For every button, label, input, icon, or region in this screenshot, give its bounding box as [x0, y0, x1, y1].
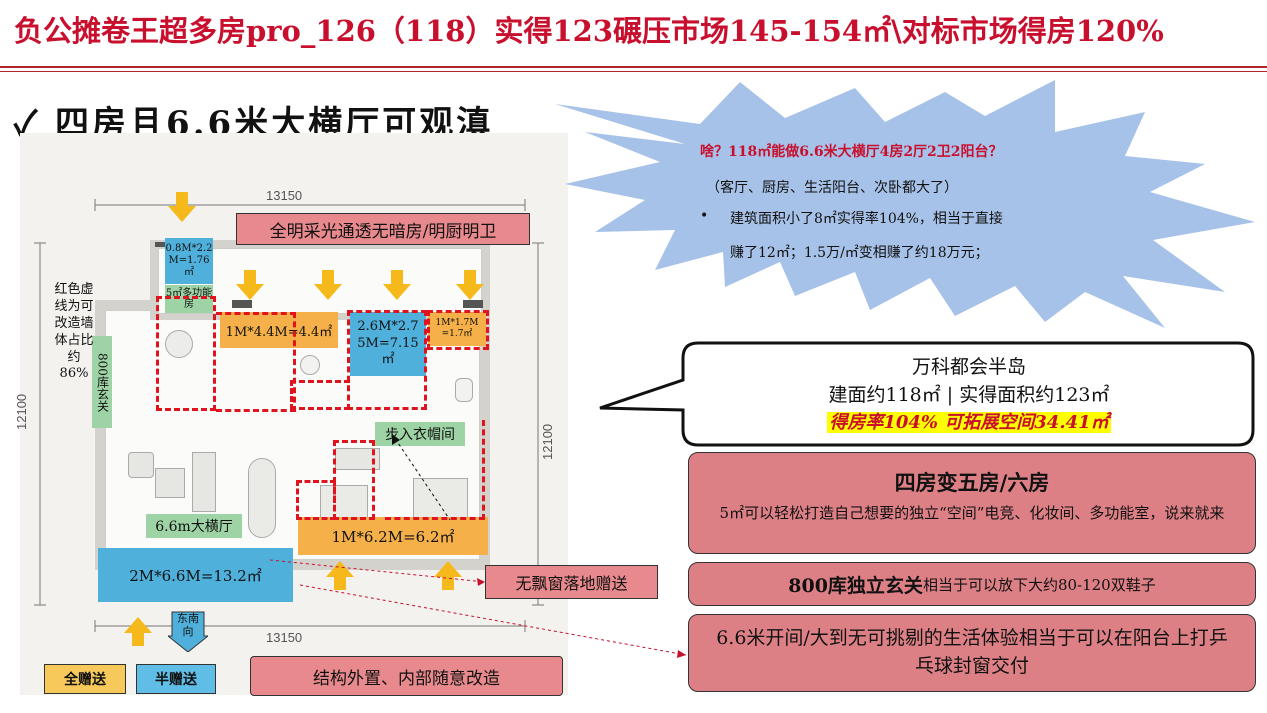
zone-utility: 0.8M*2.2 M=1.76㎡ [165, 238, 213, 284]
speech-area: 建面约118㎡ | 实得面积约123㎡ [828, 384, 1110, 406]
box-hall: 6.6米开间/大到无可挑剔的生活体验相当于可以在阳台上打乒乓球封窗交付 [688, 614, 1256, 692]
red-dash-line [385, 420, 485, 520]
burst-note: （客厅、厨房、生活阳台、次卧都大了） [706, 180, 958, 196]
zone-top-1: 1M*4.4M=4.4㎡ [220, 312, 338, 348]
red-dash-line [296, 480, 336, 520]
burst-point-1: 建筑面积小了8㎡实得率104%，相当于直接 [730, 211, 1003, 227]
starburst-shape [555, 80, 1255, 328]
yellow-arrow-down [168, 192, 484, 300]
burst-question: 啥？118㎡能做6.6米大横厅4房2厅2卫2阳台？ [700, 144, 1003, 160]
box-entry-strong: 800库独立玄关 [788, 574, 923, 597]
label-window: 无飘窗落地赠送 [485, 565, 658, 599]
burst-point-2: 赚了12㎡；1.5万/㎡变相赚了约18万元； [730, 245, 989, 261]
box-entry: 800库独立玄关 相当于可以放下大约80-120双鞋子 [688, 562, 1256, 606]
box-entry-rest: 相当于可以放下大约80-120双鞋子 [922, 575, 1156, 594]
red-dash-line [347, 310, 427, 410]
table [155, 468, 185, 498]
red-dash-line [216, 312, 296, 412]
compass-label: 东南向 [177, 612, 199, 639]
zone-bottom-balcony: 2M*6.6M=13.2㎡ [98, 548, 293, 602]
title-divider [0, 66, 1267, 68]
legend-full-gift: 全赠送 [44, 664, 126, 694]
label-structure: 结构外置、内部随意改造 [250, 656, 563, 696]
wall-segment [232, 300, 252, 308]
speech-highlight-row: 得房率104% 可拓展空间34.41㎡ [686, 408, 1252, 434]
page-title: 负公摊卷王超多房pro_126（118）实得123碾压市场145-154㎡\对标… [14, 14, 1164, 48]
red-line-note: 红色虚线为可改造墙体占比约86% [54, 282, 94, 382]
box-rooms-title: 四房变五房/六房 [894, 470, 1050, 495]
wall-segment [463, 300, 483, 308]
zone-entry: 800库玄关 [92, 336, 112, 428]
box-rooms: 四房变五房/六房 5㎡可以轻松打造自己想要的独立“空间”电竞、化妆间、多功能室，… [688, 452, 1256, 554]
dimension-lines [34, 199, 544, 632]
zone-walkin: 步入衣帽间 [375, 422, 465, 446]
zone-multi-room: 5㎡多功能房 [165, 285, 213, 313]
burst-bullet: • [700, 208, 709, 224]
round-table [165, 330, 193, 358]
box-rooms-body: 5㎡可以轻松打造自己想要的独立“空间”电竞、化妆间、多功能室，说来就来 [719, 504, 1225, 522]
yellow-arrow-up [124, 561, 462, 646]
legend-half-gift: 半赠送 [136, 664, 216, 694]
dim-top: 13150 [266, 188, 303, 203]
red-dash-line [156, 296, 216, 411]
speech-title: 万科都会半岛 [911, 356, 1026, 378]
zone-top-blue: 2.6M*2.7 5M=7.15㎡ [350, 312, 426, 376]
zone-balcony: 1M*6.2M=6.2㎡ [298, 517, 488, 555]
zone-hall: 6.6m大横厅 [146, 514, 242, 538]
zone-top-right: 1M*1.7M =1.7㎡ [428, 312, 486, 346]
title-divider-thin [0, 71, 1267, 72]
dim-bottom: 13150 [266, 630, 303, 645]
dining-table [248, 458, 276, 538]
sofa-chair [128, 452, 154, 478]
toilet [300, 355, 320, 375]
speech-highlight: 得房率104% 可拓展空间34.41㎡ [827, 412, 1111, 433]
red-dash-line [290, 380, 350, 410]
sofa [192, 452, 216, 512]
compass-arrow [168, 611, 208, 652]
toilet [455, 378, 473, 402]
label-bright: 全明采光通透无暗房/明厨明卫 [236, 213, 530, 245]
bed [413, 478, 468, 523]
red-dash-line [427, 310, 489, 350]
box-hall-body: 6.6米开间/大到无可挑剔的生活体验相当于可以在阳台上打乒乓球封窗交付 [716, 627, 1228, 677]
